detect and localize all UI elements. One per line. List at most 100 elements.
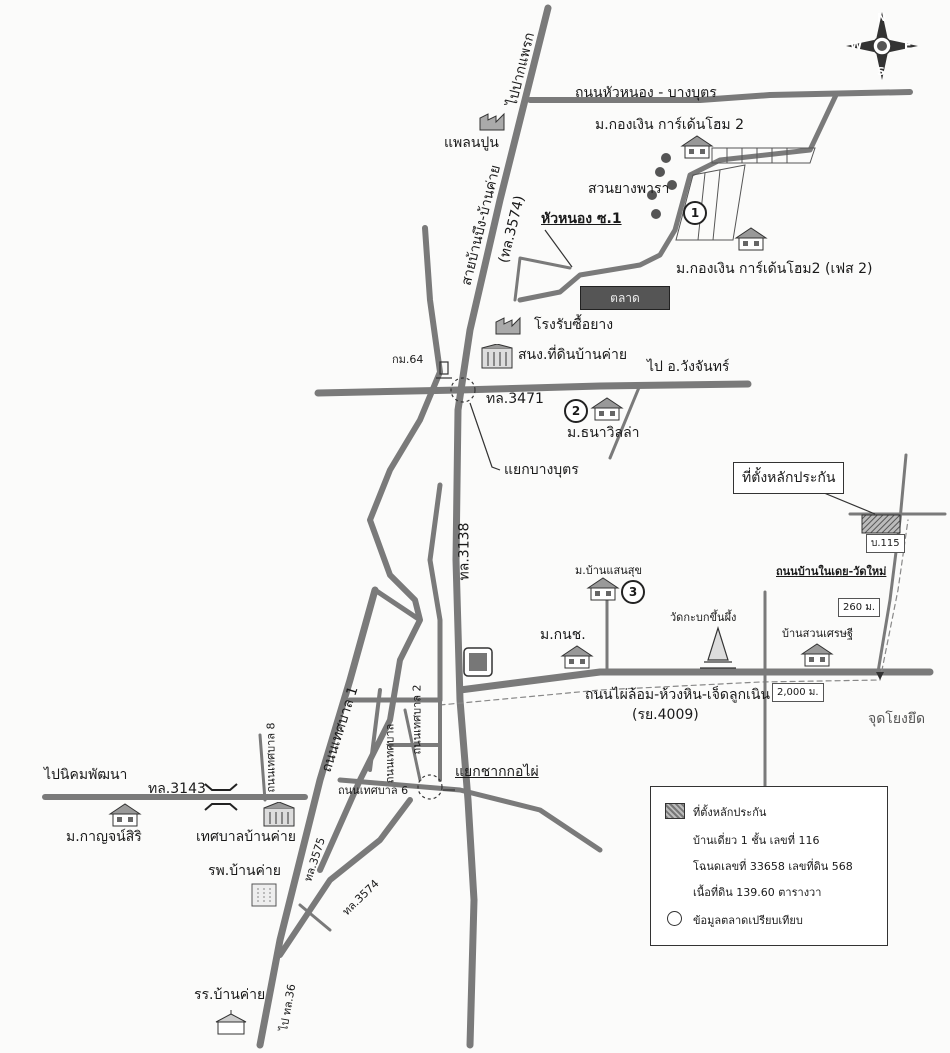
- legend: ที่ตั้งหลักประกัน บ้านเดี่ยว 1 ชั้น เลขท…: [650, 786, 888, 946]
- office-building-icon: [481, 344, 513, 369]
- comparable-pin-1: 1: [683, 201, 707, 225]
- compass-w-label: W: [850, 39, 863, 52]
- legend-title: ที่ตั้งหลักประกัน: [693, 806, 767, 819]
- collateral-plot: [861, 514, 901, 534]
- label-plan-pun: แพลนปูน: [444, 135, 499, 151]
- label-yaek-bang-but: แยกบางบุตร: [504, 462, 579, 478]
- label-ban-saen-suk: ม.บ้านแสนสุข: [575, 564, 642, 577]
- label-chut-yong-yuet: จุดโยงยึด: [868, 711, 926, 727]
- label-school: รร.บ้านค่าย: [194, 987, 266, 1003]
- factory-icon: [479, 112, 505, 131]
- label-to-wang-chan: ไป อ.วังจันทร์: [647, 359, 730, 375]
- label-thetsaban-2: ถนนเทศบาล 2: [410, 684, 424, 755]
- office-building-icon: [263, 802, 295, 827]
- road-loop-west: [513, 256, 572, 302]
- road-highway-3574: [452, 4, 552, 1049]
- house-icon: [590, 397, 624, 421]
- label-phai-lom-code: (รย.4009): [632, 707, 699, 723]
- label-distance-2000: 2,000 ม.: [772, 683, 824, 702]
- junction-bang-but: [450, 377, 476, 403]
- house-icon: [734, 227, 768, 251]
- label-top-road: ถนนหัวหนอง - บางบุตร: [575, 85, 717, 101]
- label-ban-nai-dao-road: ถนนบ้านในเดย-วัดใหม่: [776, 565, 887, 578]
- compass-icon: [846, 12, 918, 80]
- collateral-plot-label: บ.115: [866, 534, 905, 553]
- bridge-icon: [204, 783, 238, 811]
- house-icon: [800, 643, 834, 667]
- road-ban-nai-dao: [876, 453, 908, 674]
- road-hua-nong-soi1: [517, 92, 839, 303]
- road-phai-lom: [456, 668, 934, 694]
- route-dashed-bottom: [439, 679, 881, 706]
- route-dashed-right: [879, 519, 909, 681]
- label-thana-villa: ม.ธนาวิลล่า: [567, 425, 640, 441]
- market-box: ตลาด: [580, 286, 670, 310]
- legend-line-1: บ้านเดี่ยว 1 ชั้น เลขที่ 116: [693, 834, 820, 847]
- house-icon: [108, 803, 142, 827]
- house-icon: [586, 577, 620, 601]
- pointer-bang-but: [469, 402, 501, 471]
- label-tl3143: ทล.3143: [148, 781, 206, 797]
- house-icon: [680, 135, 714, 159]
- factory-icon: [495, 316, 521, 335]
- collateral-callout: ที่ตั้งหลักประกัน: [733, 462, 845, 494]
- label-to-nikhom: ไปนิคมพัฒนา: [44, 767, 128, 783]
- label-thetsaban-8: ถนนเทศบาล 8: [264, 722, 278, 793]
- label-hospital: รพ.บ้านค่าย: [208, 863, 281, 879]
- legend-line-2: โฉนดเลขที่ 33658 เลขที่ดิน 568: [693, 860, 853, 873]
- label-thetsaban-ban-khai: เทศบาลบ้านค่าย: [196, 829, 296, 845]
- compass-e-label: E: [904, 39, 912, 52]
- label-wat-krabok: วัดกะบกขึ้นผึ้ง: [670, 611, 737, 624]
- compass-n-label: N: [877, 11, 887, 24]
- label-thetsaban-6: ถนนเทศบาล 6: [338, 784, 409, 797]
- comparable-pin-2: 2: [564, 399, 588, 423]
- road-thana-spur: [608, 383, 642, 460]
- road-thetsaban-8: [258, 733, 267, 802]
- label-kongngern-home2: ม.กองเงิน การ์เด้นโฮม 2: [595, 117, 744, 133]
- hospital-icon: [251, 883, 277, 907]
- legend-line-3: เนื้อที่ดิน 139.60 ตารางวา: [693, 886, 822, 899]
- km-marker-icon: [436, 361, 452, 379]
- school-icon: [215, 1010, 247, 1035]
- road-thetsaban-1: [256, 586, 379, 1049]
- road-town-2: [368, 688, 382, 772]
- label-distance-260: 260 ม.: [838, 598, 881, 617]
- road-west-winding: [317, 225, 443, 873]
- pointer-soi1: [544, 229, 573, 268]
- label-kor-nor-chor: ม.กนช.: [540, 627, 586, 643]
- road-town-5: [403, 708, 422, 782]
- road-thetsaban-6: [337, 777, 603, 853]
- house-icon: [560, 645, 594, 669]
- road-3574-southwest: [277, 797, 413, 958]
- label-thetsaban-mid: ถนนเทศบาล: [383, 723, 397, 784]
- label-soi1: หัวหนอง ซ.1: [541, 211, 622, 227]
- legend-collateral-swatch: [665, 803, 685, 819]
- bank-logo-icon: [463, 647, 493, 677]
- road-3138: [427, 482, 443, 703]
- temple-icon: [700, 625, 736, 669]
- label-ban-suan-setthi: บ้านสวนเศรษฐี: [782, 627, 854, 640]
- label-kongngern-phase2: ม.กองเงิน การ์เด้นโฮม2 (เฟส 2): [676, 261, 873, 277]
- road-3575-link: [298, 903, 332, 932]
- label-yaek-chak-kor-phai: แยกชากกอไผ่: [455, 764, 539, 780]
- anchor-point-marker: [876, 672, 884, 680]
- tree-icon: [647, 153, 677, 219]
- label-tl3138: ทล.3138: [456, 522, 473, 581]
- road-west-link: [372, 587, 423, 623]
- compass-s-label: S: [877, 65, 885, 78]
- label-kanchanasiri: ม.กาญจน์สิริ: [66, 829, 142, 845]
- label-land-office: สนง.ที่ดินบ้านค่าย: [518, 347, 628, 363]
- label-suan-yang: สวนยางพารา: [588, 181, 670, 197]
- comparable-pin-3: 3: [621, 580, 645, 604]
- label-rubber-factory: โรงรับซื้อยาง: [534, 317, 614, 333]
- label-tl3471: ทล.3471: [486, 391, 544, 407]
- road-hua-nong-bang-but: [527, 89, 913, 103]
- legend-comparable-ring: [667, 911, 682, 926]
- legend-comparables: ข้อมูลตลาดเปรียบเทียบ: [693, 914, 803, 927]
- label-km64: กม.64: [392, 353, 424, 366]
- label-phai-lom-road: ถนนไผ่ล้อม-ห้วงหิน-เจ็ดลูกเนิน: [585, 687, 770, 703]
- junction-chak-kor-phai: [417, 774, 443, 800]
- road-3471: [314, 380, 752, 397]
